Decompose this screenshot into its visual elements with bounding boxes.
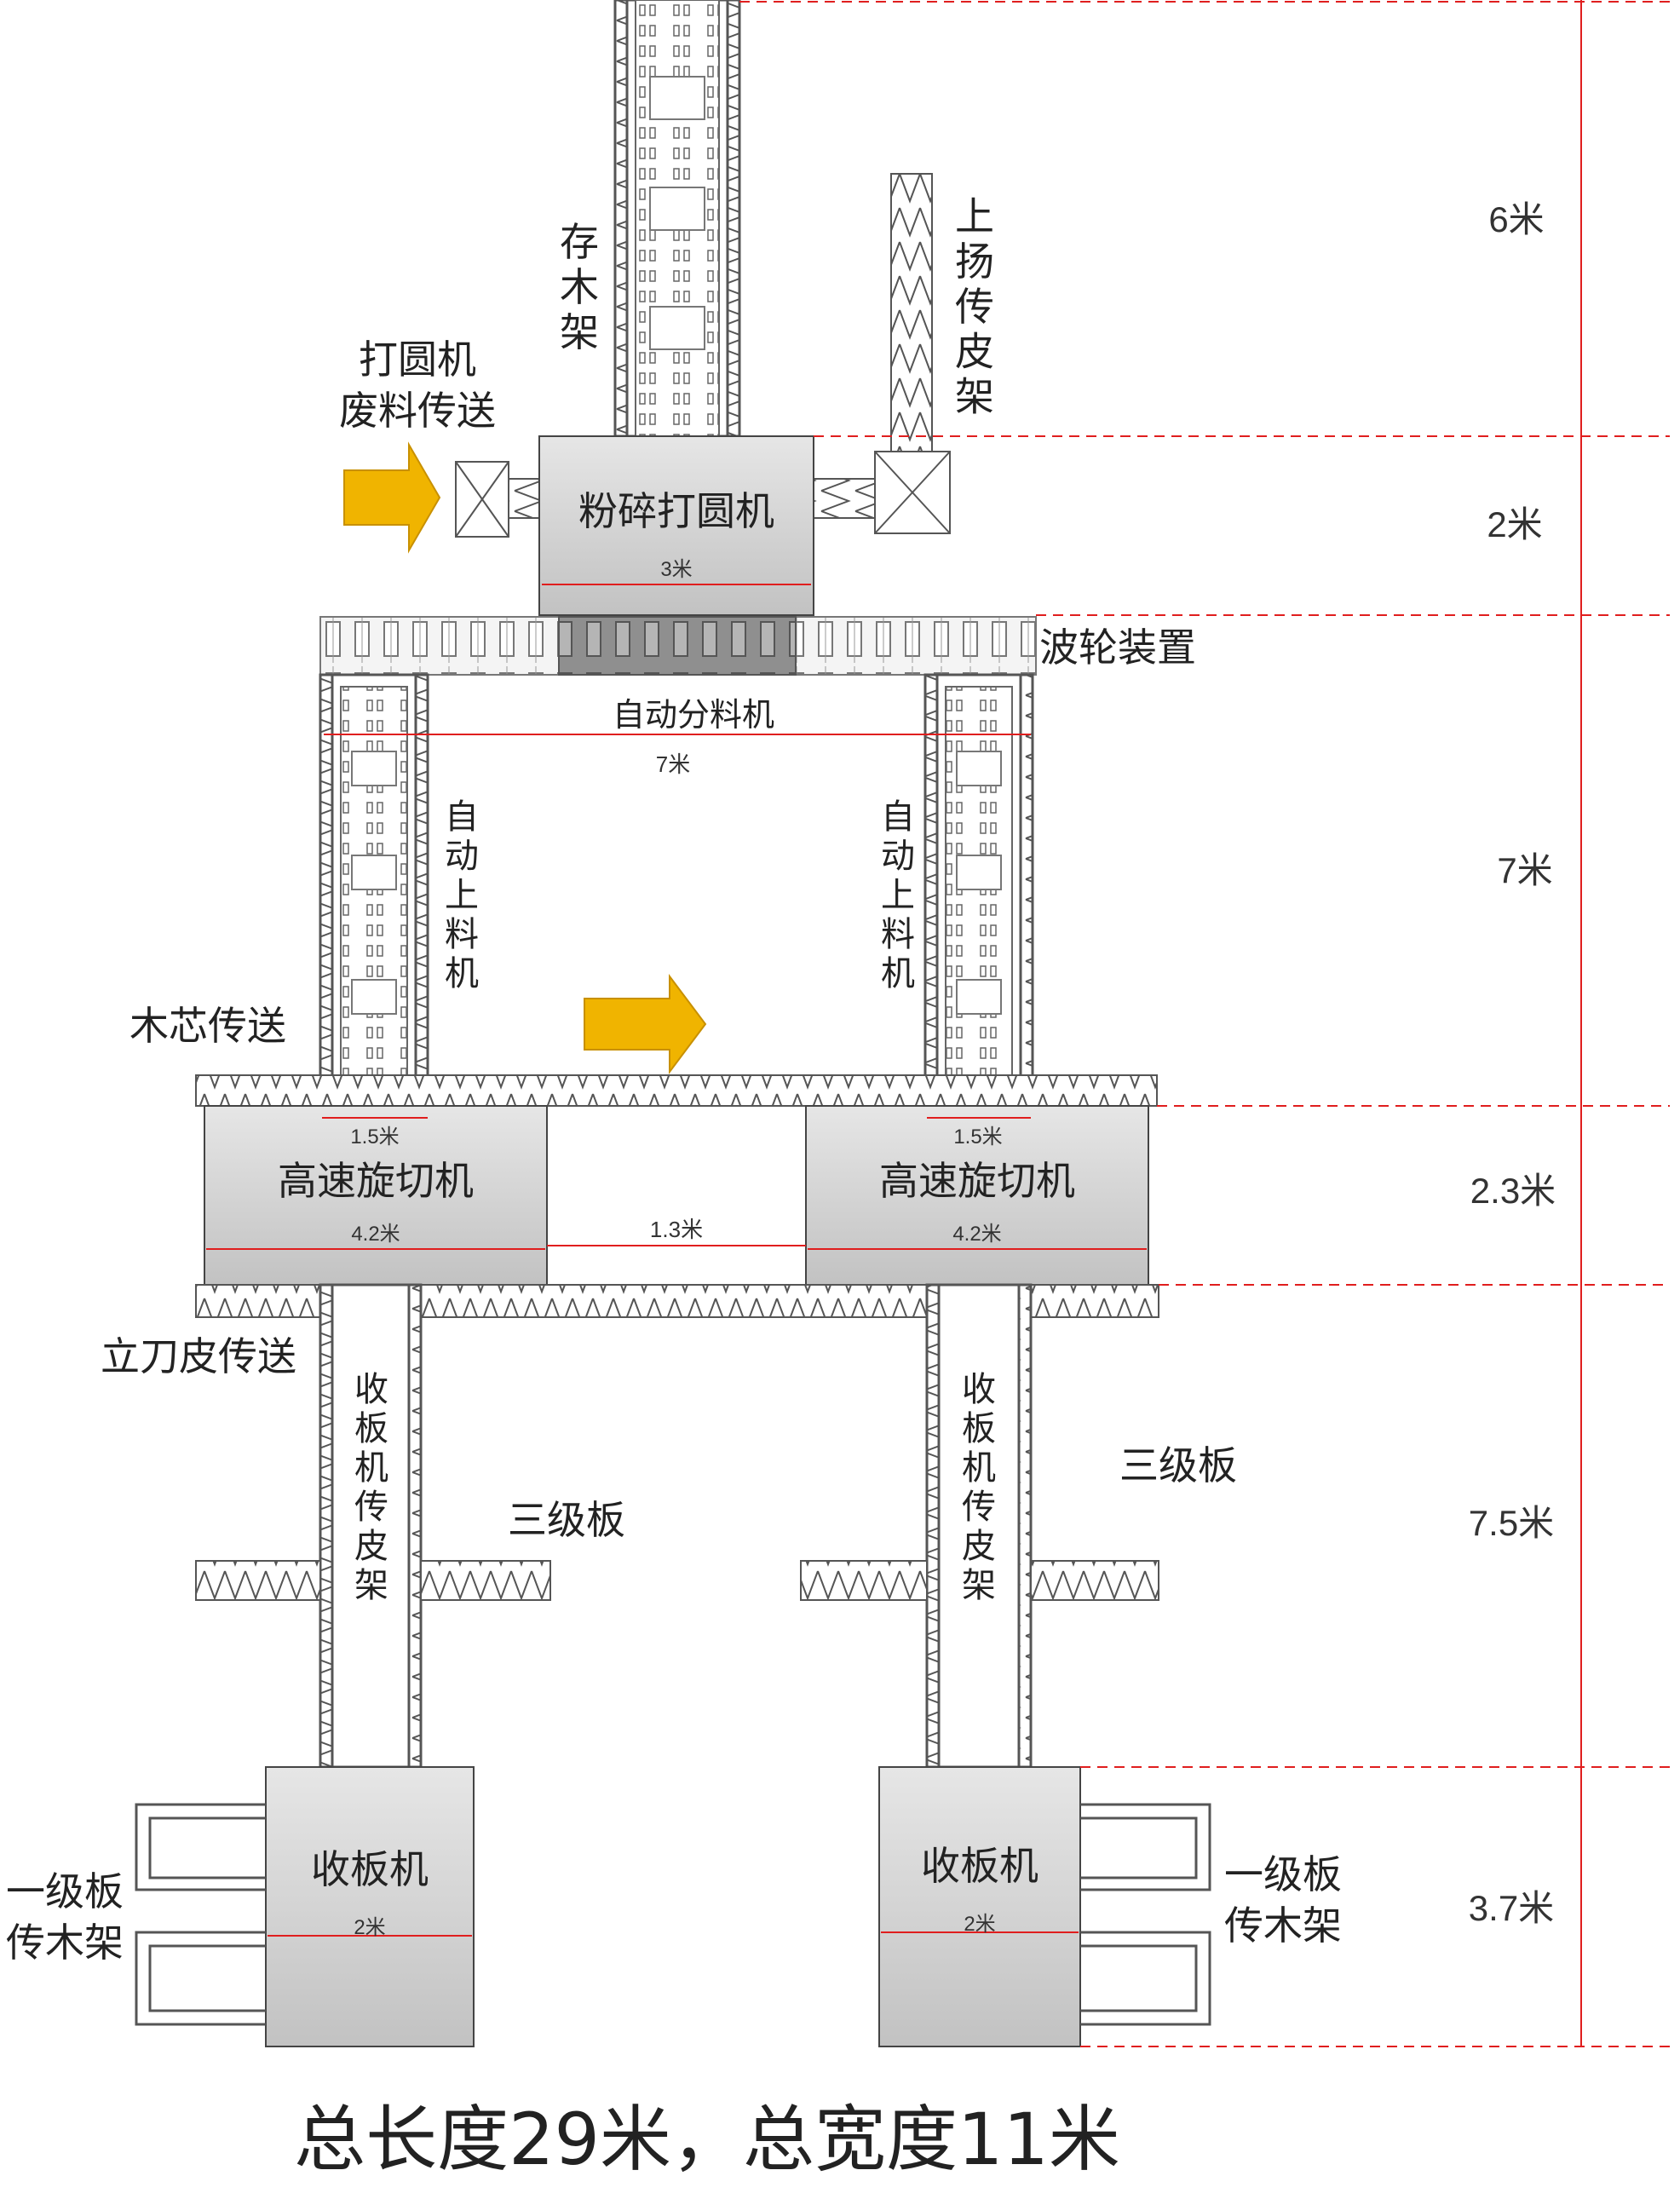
grade3-belt-left-b <box>420 1560 551 1601</box>
rounding-waste-label: 打圆机废料传送 <box>339 337 496 434</box>
stacker-left-label: 收板机 <box>311 1846 429 1892</box>
lathe-right-width-label: 4.2米 <box>952 1223 1001 1246</box>
grade3-belt-right-b <box>1030 1560 1159 1601</box>
dim-7-5m: 7.5米 <box>1469 1503 1554 1543</box>
board-conveyor-left <box>319 1283 423 1769</box>
rounding-waste-feeder <box>455 461 540 538</box>
lathe-right-machine <box>805 1105 1149 1286</box>
lift-belt-rack <box>890 173 933 452</box>
lift-belt-feeder <box>813 451 951 534</box>
blade-conveyor-label: 立刀皮传送 <box>101 1333 296 1379</box>
grade3-left-label: 三级板 <box>508 1497 625 1543</box>
blade-conveyor-right <box>1030 1284 1159 1318</box>
stacker-left-machine <box>265 1766 475 2047</box>
dim-3-7m: 3.7米 <box>1469 1888 1554 1928</box>
crusher-width-label: 3米 <box>660 558 692 581</box>
core-conveyor-belt <box>195 1074 1158 1107</box>
auto-loader-left <box>319 673 429 1108</box>
lathe-left-machine <box>204 1105 548 1286</box>
dim-2m: 2米 <box>1487 504 1542 544</box>
dim-2-3m: 2.3米 <box>1470 1171 1556 1211</box>
splitter-width-label: 7米 <box>656 751 690 777</box>
core-conveyor-arrow <box>584 974 707 1074</box>
grade1-left-label: 一级板传木架 <box>6 1868 124 1966</box>
grade3-belt-left-a <box>195 1560 321 1601</box>
core-conveyor-label: 木芯传送 <box>129 1003 286 1049</box>
grade1-right-label: 一级板传木架 <box>1224 1851 1342 1949</box>
lathe-right-inner-label: 1.5米 <box>953 1125 1002 1148</box>
lathe-right-label: 高速旋切机 <box>879 1158 1075 1204</box>
auto-loader-right <box>923 673 1034 1108</box>
grade1-rack-left <box>135 1803 266 2026</box>
grade3-belt-right-a <box>800 1560 928 1601</box>
stacker-right-width-label: 2米 <box>964 1913 995 1936</box>
stacker-right-machine <box>878 1766 1081 2047</box>
dim-7m: 7米 <box>1497 850 1552 890</box>
grade1-rack-right <box>1080 1803 1211 2026</box>
blade-conveyor-left <box>195 1284 325 1318</box>
blade-conveyor-mid <box>420 1284 928 1318</box>
stacker-right-label: 收板机 <box>921 1843 1038 1889</box>
auto-loader-right-label: 自动上料机 <box>881 797 915 993</box>
board-conveyor-left-label: 收板机传皮架 <box>354 1370 388 1605</box>
rounding-waste-arrow <box>343 441 441 554</box>
storage-rack-label: 存木架 <box>560 219 599 355</box>
auto-splitter-label: 自动分料机 <box>613 696 774 734</box>
wave-device-label: 波轮装置 <box>1039 625 1196 671</box>
dim-6m: 6米 <box>1488 199 1544 239</box>
auto-loader-left-label: 自动上料机 <box>445 797 479 993</box>
lift-belt-label: 上扬传皮架 <box>955 193 994 420</box>
lathe-left-inner-label: 1.5米 <box>350 1125 399 1148</box>
board-conveyor-right-label: 收板机传皮架 <box>962 1370 996 1605</box>
dimension-column <box>739 0 1670 2047</box>
crusher-rounder-label: 粉碎打圆机 <box>578 488 774 534</box>
lathe-left-width-label: 4.2米 <box>351 1223 400 1246</box>
stacker-left-width-label: 2米 <box>354 1916 385 1939</box>
wave-device <box>319 616 1037 676</box>
lathe-left-label: 高速旋切机 <box>278 1158 474 1204</box>
grade3-right-label: 三级板 <box>1119 1442 1237 1488</box>
total-size-caption: 总长度29米，总宽度11米 <box>294 2098 1120 2181</box>
storage-rack <box>613 0 741 438</box>
lathe-gap-label: 1.3米 <box>650 1217 703 1242</box>
